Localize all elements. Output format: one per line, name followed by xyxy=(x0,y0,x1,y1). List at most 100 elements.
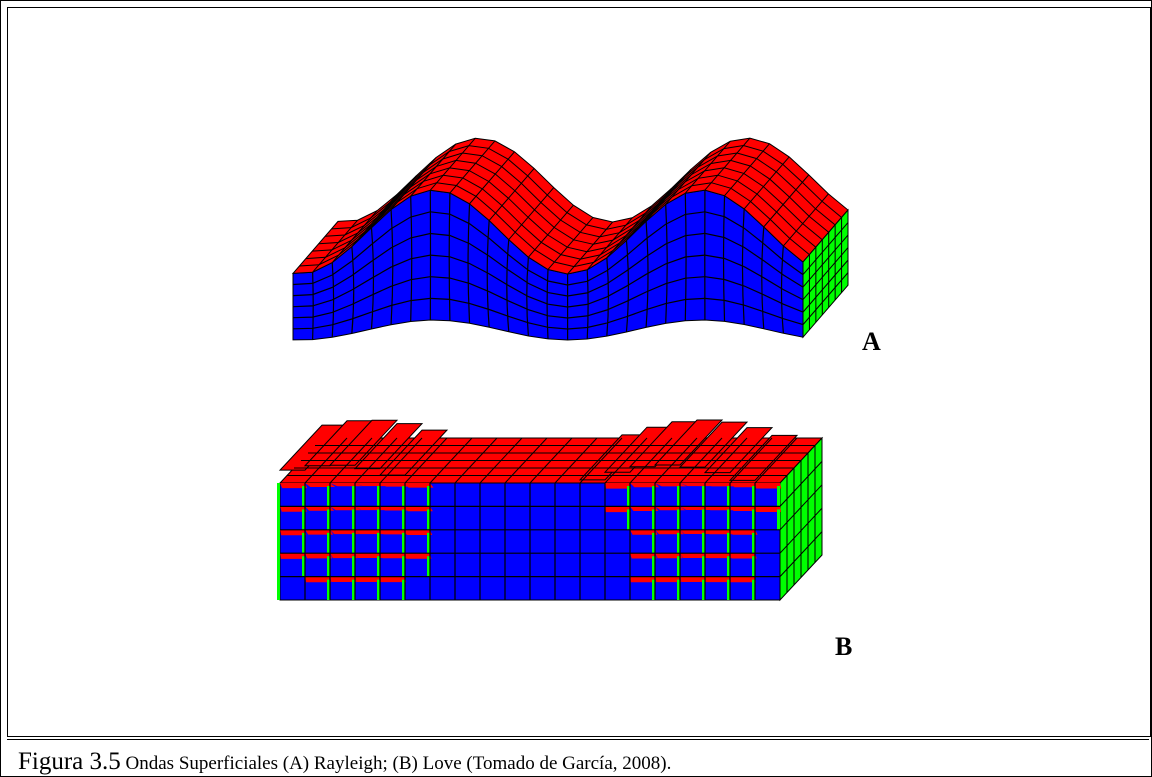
love-cell-side xyxy=(327,579,330,600)
love-cell-top xyxy=(605,506,631,513)
rayleigh-grid-line xyxy=(292,254,804,308)
love-wave-block xyxy=(277,419,824,602)
love-cell-side xyxy=(377,556,380,577)
love-cell-top xyxy=(680,553,708,558)
love-cell-side xyxy=(377,532,380,554)
love-top-bump xyxy=(353,423,424,470)
love-cell-top xyxy=(330,529,360,535)
rayleigh-grid-line xyxy=(528,204,574,258)
love-top-bump xyxy=(678,421,749,468)
love-cell-side xyxy=(727,486,730,507)
rayleigh-grid-line xyxy=(645,168,692,222)
love-cell-top xyxy=(655,483,687,487)
love-cell-side xyxy=(302,556,305,577)
love-cell-side xyxy=(627,486,630,507)
love-cell-top xyxy=(280,483,308,489)
caption-number: Figura 3.5 xyxy=(18,748,121,775)
love-cell-top xyxy=(655,506,686,511)
love-cell-side xyxy=(302,509,305,530)
love-grid-line xyxy=(729,437,773,484)
rayleigh-grid-line xyxy=(763,174,810,228)
rayleigh-grid-line xyxy=(802,259,849,313)
rayleigh-grid-line xyxy=(331,210,378,263)
love-cell-side xyxy=(652,579,655,600)
love-cell-top xyxy=(680,576,707,582)
love-grid-line xyxy=(529,437,573,484)
love-cell-side xyxy=(427,556,430,577)
love-cell-side xyxy=(402,532,405,554)
love-cell-side xyxy=(402,579,405,600)
love-cell-side xyxy=(302,486,305,507)
love-grid-line xyxy=(654,437,698,484)
love-cell-side xyxy=(702,509,705,530)
love-left-edge xyxy=(277,483,280,600)
love-grid-line xyxy=(554,437,598,484)
love-cell-top xyxy=(655,576,682,583)
love-cell-side xyxy=(727,579,730,600)
love-grid-line xyxy=(354,437,398,484)
rayleigh-grid-line xyxy=(449,140,496,194)
figure-frame xyxy=(7,7,1151,737)
love-cell-side xyxy=(352,556,355,577)
love-cell-side xyxy=(677,509,680,530)
rayleigh-grid-line xyxy=(625,240,630,333)
love-cell-top xyxy=(755,506,781,512)
rayleigh-grid-line xyxy=(724,143,770,197)
love-cell-top xyxy=(380,553,408,559)
rayleigh-grid-line xyxy=(802,247,849,300)
rayleigh-grid-line xyxy=(526,257,529,337)
love-cell-top xyxy=(630,529,658,535)
rayleigh-grid-line xyxy=(351,246,355,334)
love-cell-side xyxy=(427,509,430,530)
surface-waves-illustration xyxy=(277,137,849,602)
love-cell-top xyxy=(630,506,659,511)
rayleigh-grid-line xyxy=(429,137,476,191)
love-grid-line xyxy=(479,437,523,484)
love-top-bump xyxy=(728,434,799,481)
rayleigh-grid-line xyxy=(802,272,849,325)
rayleigh-grid-line xyxy=(741,208,745,325)
love-cell-top xyxy=(405,529,433,535)
caption-text: Ondas Superficiales (A) Rayleigh; (B) Lo… xyxy=(120,753,672,774)
rayleigh-grid-line xyxy=(743,156,790,210)
love-cell-side xyxy=(752,579,755,600)
love-cell-top xyxy=(380,529,409,535)
love-cell-side xyxy=(327,486,330,507)
love-cell-side xyxy=(652,509,655,530)
love-grid-line xyxy=(304,437,348,484)
love-cell-top xyxy=(655,529,684,535)
love-cell-side xyxy=(702,556,705,577)
rayleigh-grid-line xyxy=(606,257,610,337)
love-cell-top xyxy=(355,506,386,511)
rayleigh-grid-line xyxy=(547,217,594,270)
rayleigh-grid-line xyxy=(488,168,535,221)
love-cell-top xyxy=(330,553,358,559)
love-cell-side xyxy=(402,486,405,507)
love-cell-side xyxy=(352,579,355,600)
love-cell-side xyxy=(327,556,330,577)
love-cell-top xyxy=(705,576,732,583)
rayleigh-grid-line xyxy=(508,187,555,240)
rayleigh-grid-line xyxy=(684,140,731,194)
love-cell-top xyxy=(730,553,757,559)
rayleigh-grid-line xyxy=(586,217,633,271)
rayleigh-grid-line xyxy=(351,194,398,247)
rayleigh-grid-line xyxy=(645,221,649,328)
love-cell-side xyxy=(327,509,330,530)
love-cell-top xyxy=(755,483,782,489)
rayleigh-grid-line xyxy=(331,262,335,338)
love-cell-side xyxy=(427,532,430,554)
love-grid-line xyxy=(329,437,373,484)
rayleigh-grid-line xyxy=(761,226,765,329)
love-cell-top xyxy=(305,506,335,511)
rayleigh-grid-line xyxy=(780,245,784,334)
love-grid-line xyxy=(754,437,798,484)
love-cell-top xyxy=(330,576,357,582)
love-cell-top xyxy=(730,506,759,511)
love-cell-top xyxy=(630,576,656,583)
love-cell-side xyxy=(402,509,405,530)
love-cell-top xyxy=(280,553,306,559)
love-cell-top xyxy=(305,576,332,583)
love-cell-top xyxy=(680,506,711,510)
love-cell-side xyxy=(652,486,655,507)
